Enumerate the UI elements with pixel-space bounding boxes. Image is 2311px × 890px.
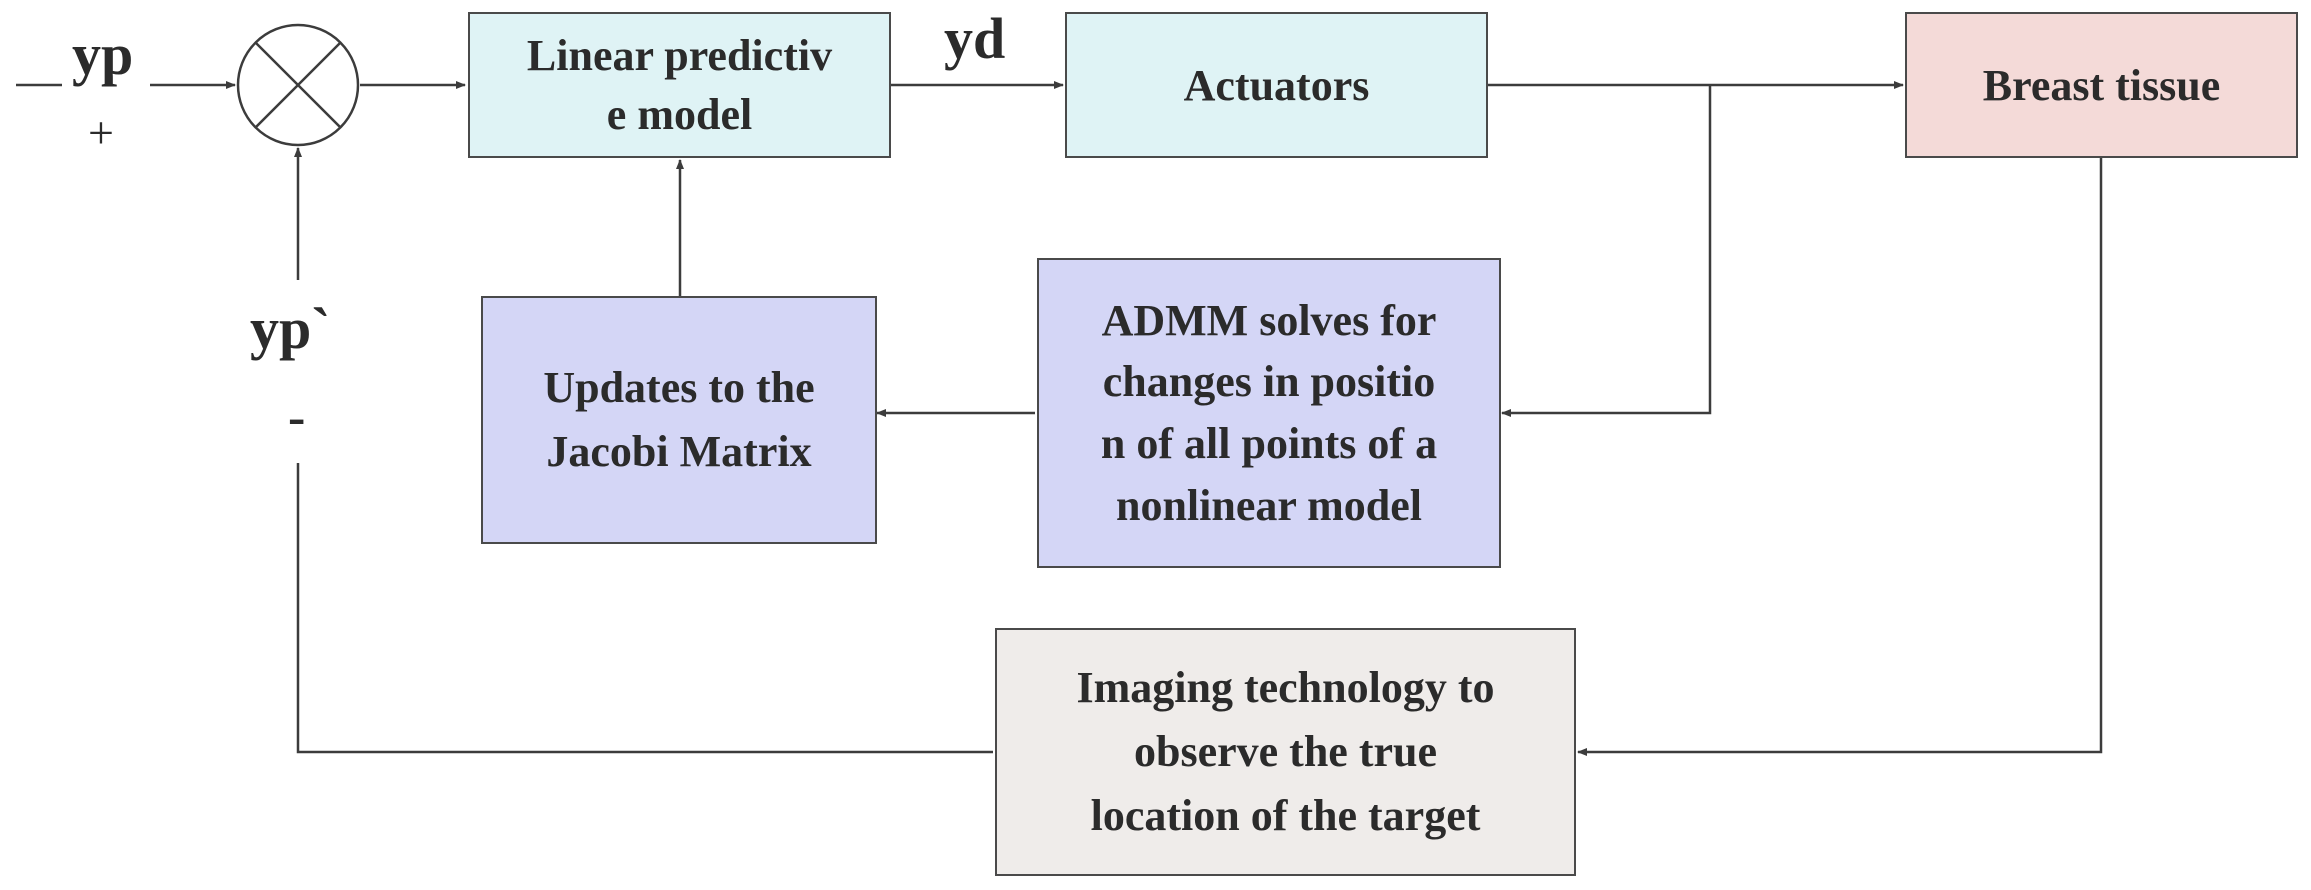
plus-sign: +	[88, 107, 114, 158]
linear-predictive-model-label: Linear predictiv e model	[526, 30, 833, 139]
feedback-signal-label: yp`	[250, 296, 331, 361]
linear-predictive-model-block: Linear predictiv e model	[468, 12, 891, 158]
admm-solver-block: ADMM solves for changes in positio n of …	[1037, 258, 1501, 568]
tissue-to-imaging-arrow	[1577, 158, 2103, 756]
breast-tissue-block: Breast tissue	[1905, 12, 2298, 158]
imaging-technology-label: Imaging technology to observe the true l…	[1076, 663, 1495, 840]
actuators-label: Actuators	[1183, 60, 1370, 110]
minus-sign: -	[288, 389, 306, 446]
summing-junction	[236, 23, 360, 147]
imaging-feedback-line	[296, 463, 993, 754]
imaging-technology-block: Imaging technology to observe the true l…	[995, 628, 1576, 876]
branch-to-admm-arrow	[1501, 85, 1712, 417]
breast-tissue-label: Breast tissue	[1982, 60, 2221, 110]
output-signal-label: yd	[944, 6, 1006, 71]
admm-solver-label: ADMM solves for changes in positio n of …	[1100, 295, 1438, 530]
actuators-block: Actuators	[1065, 12, 1488, 158]
jacobi-update-label: Updates to the Jacobi Matrix	[543, 363, 815, 476]
jacobi-update-block: Updates to the Jacobi Matrix	[481, 296, 877, 544]
input-signal-label: yp	[72, 22, 134, 87]
